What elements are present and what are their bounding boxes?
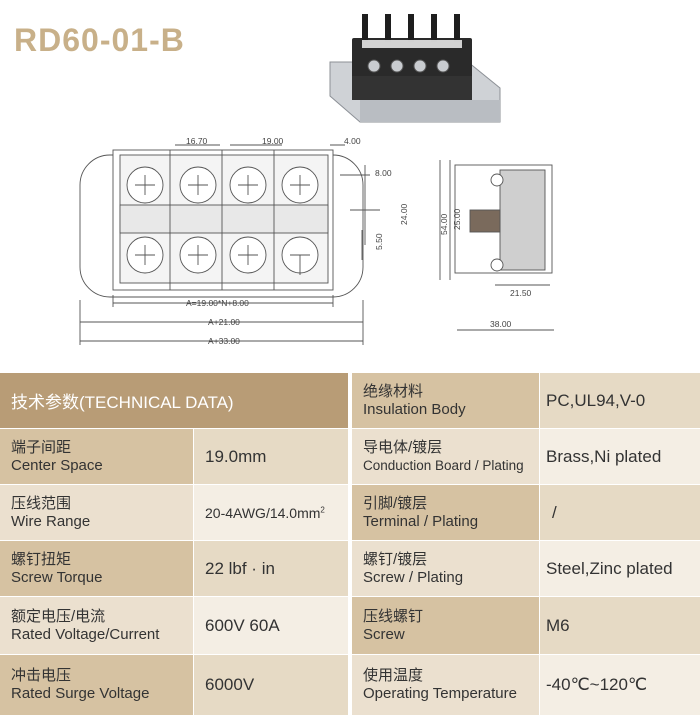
dim-21-5: 21.50 <box>510 288 532 298</box>
label-cn: 绝缘材料 <box>363 382 424 400</box>
row-label-center-space: 端子间距 Center Space <box>0 429 193 484</box>
row-value-conduction: Brass,Ni plated <box>540 429 700 484</box>
dim-25: 25.00 <box>452 208 462 230</box>
front-view <box>79 144 380 345</box>
label-en: Wire Range <box>11 512 91 530</box>
dim-24: 24.00 <box>399 203 409 225</box>
row-value-screw: M6 <box>540 597 700 654</box>
label-en: Operating Temperature <box>363 685 517 702</box>
label-en: Screw Torque <box>11 568 103 586</box>
row-label-surge-voltage: 冲击电压 Rated Surge Voltage <box>0 655 193 715</box>
value-text: 19.0mm <box>205 446 267 466</box>
dim-edge: 4.00 <box>344 136 361 146</box>
row-value-insulation: PC,UL94,V-0 <box>540 373 700 428</box>
dim-54: 54.00 <box>439 213 449 235</box>
row-value-wire-range: 20-4AWG/14.0mm2 <box>194 485 348 540</box>
product-photo <box>329 14 501 123</box>
label-cn: 端子间距 <box>11 438 72 456</box>
wire-range-sup: 2 <box>320 504 325 514</box>
label-en: Terminal / Plating <box>363 512 479 530</box>
table-header: 技术参数(TECHNICAL DATA) <box>0 373 348 428</box>
label-en: Center Space <box>11 456 103 474</box>
value-text: Brass,Ni plated <box>546 446 662 466</box>
row-value-screw-plating: Steel,Zinc plated <box>540 541 700 596</box>
label-cn: 压线范围 <box>11 494 72 512</box>
row-label-temperature: 使用温度 Operating Temperature <box>352 655 539 715</box>
dim-a33: A+33.00 <box>208 336 240 346</box>
label-en: Screw <box>363 625 405 643</box>
dim-pitch-mid: 19.00 <box>262 136 284 146</box>
label-cn: 使用温度 <box>363 667 424 684</box>
label-en: Rated Surge Voltage <box>11 685 150 702</box>
label-en: Insulation Body <box>363 400 466 418</box>
row-label-screw-plating: 螺钉/镀层 Screw / Plating <box>352 541 539 596</box>
label-cn: 螺钉扭矩 <box>11 550 72 568</box>
technical-drawing: 16.70 19.00 4.00 8.00 24.00 5.50 A=19.00… <box>79 14 554 346</box>
wire-range-text: 20-4AWG/14.0mm <box>205 504 321 521</box>
row-label-wire-range: 压线范围 Wire Range <box>0 485 193 540</box>
dim-5-5: 5.50 <box>374 233 384 250</box>
label-cn: 压线螺钉 <box>363 607 424 625</box>
row-value-screw-torque: 22 lbf · in <box>194 541 348 596</box>
label-cn: 螺钉/镀层 <box>363 550 428 568</box>
value-text: / <box>552 502 557 522</box>
row-label-screw: 压线螺钉 Screw <box>352 597 539 654</box>
label-en: Conduction Board / Plating <box>363 457 524 473</box>
row-label-conduction: 导电体/镀层 Conduction Board / Plating <box>352 429 539 484</box>
label-cn: 冲击电压 <box>11 667 72 684</box>
product-title: RD60-01-B <box>14 22 185 58</box>
dim-a21: A+21.00 <box>208 317 240 327</box>
row-label-terminal: 引脚/镀层 Terminal / Plating <box>352 485 539 540</box>
label-cn: 引脚/镀层 <box>363 494 428 512</box>
row-value-rated-voltage: 600V 60A <box>194 597 348 654</box>
row-value-terminal: / <box>540 485 700 540</box>
row-value-surge-voltage: 6000V <box>194 655 348 715</box>
label-cn: 额定电压/电流 <box>11 607 106 625</box>
row-label-insulation: 绝缘材料 Insulation Body <box>352 373 539 428</box>
value-text: 6000V <box>205 675 255 694</box>
side-view <box>439 160 554 331</box>
row-label-screw-torque: 螺钉扭矩 Screw Torque <box>0 541 193 596</box>
value-text: M6 <box>546 615 570 635</box>
value-text: -40℃~120℃ <box>546 675 648 694</box>
row-label-rated-voltage: 额定电压/电流 Rated Voltage/Current <box>0 597 193 654</box>
value-text: 600V 60A <box>205 615 280 635</box>
value-text: 20-4AWG/14.0mm2 <box>205 505 348 521</box>
dim-38: 38.00 <box>490 319 512 329</box>
row-value-center-space: 19.0mm <box>194 429 348 484</box>
dim-8: 8.00 <box>375 168 392 178</box>
technical-data-table: 技术参数(TECHNICAL DATA) 端子间距 Center Space 1… <box>0 373 700 715</box>
label-cn: 导电体/镀层 <box>363 438 443 456</box>
row-value-temperature: -40℃~120℃ <box>540 655 700 715</box>
value-text: PC,UL94,V-0 <box>546 390 646 410</box>
value-text: 22 lbf · in <box>205 558 275 578</box>
label-en: Screw / Plating <box>363 568 464 586</box>
dim-a19: A=19.00*N+8.00 <box>186 298 249 308</box>
label-en: Rated Voltage/Current <box>11 625 160 643</box>
dim-pitch-top: 16.70 <box>186 136 208 146</box>
value-text: Steel,Zinc plated <box>546 558 673 578</box>
table-header-text: 技术参数(TECHNICAL DATA) <box>11 393 234 412</box>
